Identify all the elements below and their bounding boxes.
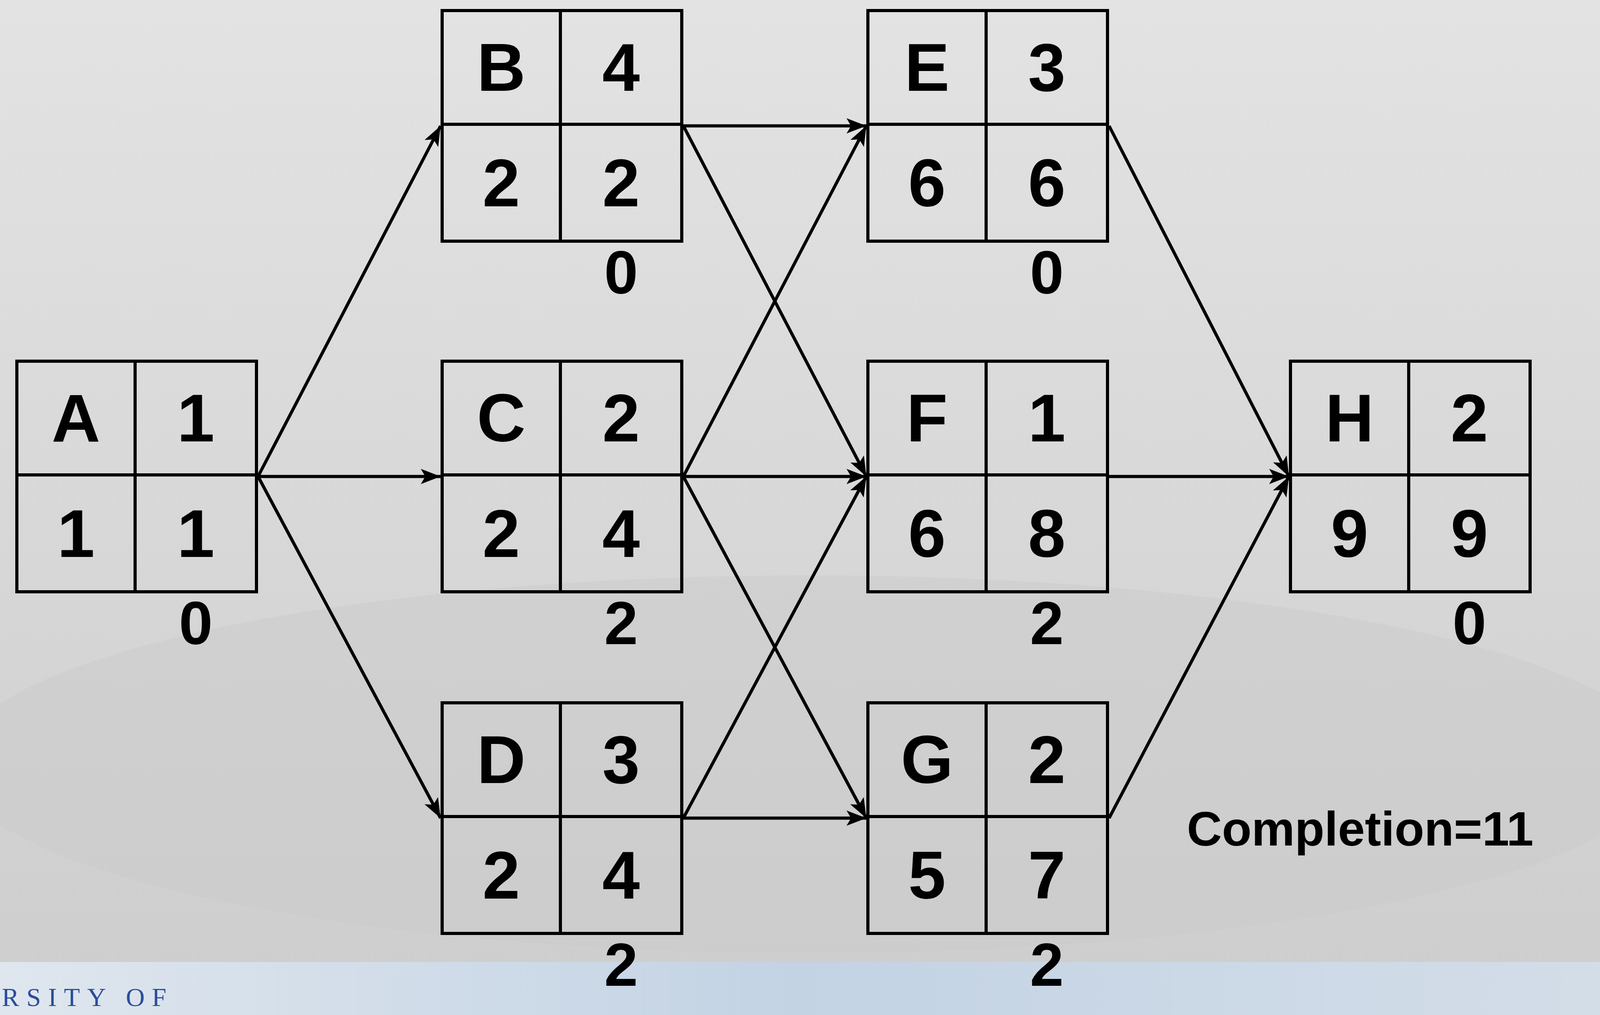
activity-time: 9	[1292, 476, 1411, 591]
dependency-arrow	[683, 125, 867, 477]
footer-band	[0, 962, 1600, 1015]
activity-duration: 2	[987, 704, 1106, 819]
activity-time: 4	[561, 476, 681, 591]
dependency-arrow	[683, 124, 867, 128]
activity-name: A	[18, 362, 137, 477]
completion-note: Completion=11	[1186, 804, 1534, 854]
slack-value: 0	[1410, 592, 1529, 654]
dependency-arrow	[683, 816, 867, 821]
activity-duration: 1	[987, 362, 1106, 477]
activity-time: 5	[869, 818, 988, 932]
activity-name: H	[1292, 362, 1411, 477]
activity-box: H2990	[1288, 359, 1532, 594]
activity-time: 1	[136, 476, 255, 591]
activity-name: G	[869, 704, 988, 819]
dependency-arrow	[258, 476, 441, 819]
dependency-arrow	[683, 476, 867, 819]
activity-name: B	[443, 12, 562, 126]
slack-value: 2	[561, 592, 681, 654]
slack-value: 2	[987, 592, 1106, 654]
activity-time: 6	[869, 476, 988, 591]
footer-text: RSITY OF	[1, 984, 174, 1011]
activity-name: F	[869, 362, 988, 477]
activity-time: 2	[443, 125, 562, 240]
slack-value: 0	[987, 242, 1106, 304]
terrain-shade	[0, 575, 1600, 954]
slack-value: 2	[987, 934, 1106, 996]
activity-duration: 2	[1410, 362, 1529, 477]
activity-box: B4220	[440, 8, 684, 243]
activity-box: E3660	[866, 8, 1110, 243]
activity-time: 8	[987, 476, 1106, 591]
activity-name: E	[869, 12, 988, 126]
dependency-arrow	[683, 125, 867, 477]
activity-duration: 3	[561, 704, 681, 819]
activity-time: 2	[443, 818, 562, 932]
activity-time: 2	[561, 125, 681, 240]
dependency-arrow	[1109, 125, 1289, 477]
activity-box: A1110	[15, 359, 259, 594]
activity-time: 6	[869, 125, 988, 240]
activity-box: D3242	[440, 701, 684, 936]
activity-box: F1682	[866, 359, 1110, 594]
activity-time: 7	[987, 818, 1106, 932]
dependency-arrow	[258, 125, 441, 477]
activity-box: C2242	[440, 359, 684, 594]
activity-box: G2572	[866, 701, 1110, 936]
dependency-arrow	[1109, 476, 1289, 819]
dependency-arrow	[683, 475, 867, 479]
activity-time: 9	[1410, 476, 1529, 591]
activity-duration: 1	[136, 362, 255, 477]
activity-duration: 2	[561, 362, 681, 477]
dependency-arrow	[1109, 475, 1289, 479]
dependency-arrow	[683, 476, 867, 819]
activity-name: D	[443, 704, 562, 819]
activity-time: 4	[561, 818, 681, 932]
activity-time: 1	[18, 476, 137, 591]
slack-value: 0	[561, 242, 681, 304]
slack-value: 2	[561, 934, 681, 996]
activity-time: 6	[987, 125, 1106, 240]
dependency-arrow	[258, 475, 441, 479]
slack-value: 0	[136, 592, 255, 654]
activity-duration: 4	[561, 12, 681, 126]
activity-time: 2	[443, 476, 562, 591]
activity-duration: 3	[987, 12, 1106, 126]
activity-name: C	[443, 362, 562, 477]
